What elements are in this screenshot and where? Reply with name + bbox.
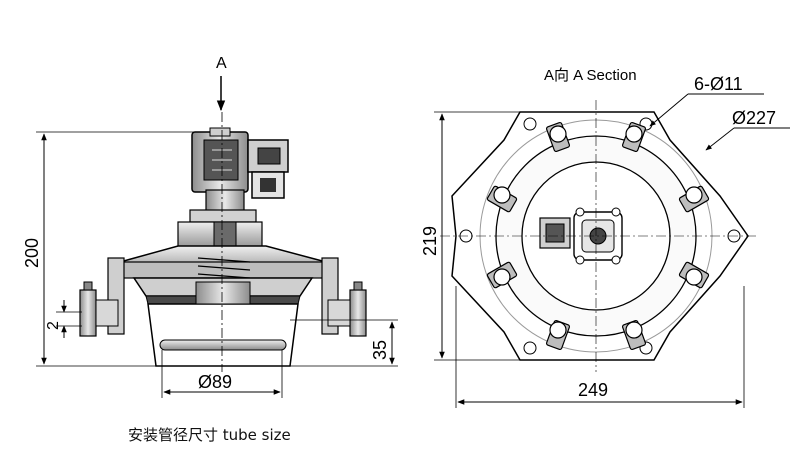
left-flange: [79, 257, 125, 337]
dim-wall-text: 2: [45, 321, 62, 330]
dim-bolt-circle-leader: Ø227: [705, 108, 790, 151]
valve-body: [132, 277, 314, 367]
view-arrow-label: A: [216, 55, 227, 72]
coil-connector: [247, 139, 289, 199]
side-view: A: [22, 55, 398, 398]
dim-outlet-35: 35: [290, 319, 398, 367]
dim-height-text: 200: [22, 238, 42, 268]
a-section-title: A向 A Section: [544, 67, 637, 84]
view-arrow-a: A: [216, 55, 227, 112]
dim-width-249-text: 249: [578, 380, 608, 400]
dim-tube-89: Ø89: [161, 350, 283, 398]
dim-height-200: 200: [22, 131, 200, 367]
dim-tube-text: Ø89: [198, 372, 232, 392]
dim-holes-text: 6-Ø11: [694, 74, 743, 94]
dim-height-219-text: 219: [420, 226, 440, 256]
dim-wall-2: 2: [45, 300, 82, 338]
diaphragm-cover: [111, 245, 335, 279]
dim-height-219: 219: [420, 111, 520, 361]
solenoid-coil: [191, 127, 249, 193]
dim-holes-leader: 6-Ø11: [649, 74, 764, 127]
a-section-view: A向 A Section: [420, 67, 790, 408]
dim-width-249: 249: [455, 286, 745, 408]
dim-outlet-text: 35: [370, 340, 390, 360]
bolt-pattern: [486, 122, 710, 350]
spring: [197, 257, 251, 287]
dim-bolt-circle-text: Ø227: [732, 108, 776, 128]
right-flange: [321, 257, 367, 337]
tube-size-caption: 安装管径尺寸 tube size: [128, 426, 291, 444]
